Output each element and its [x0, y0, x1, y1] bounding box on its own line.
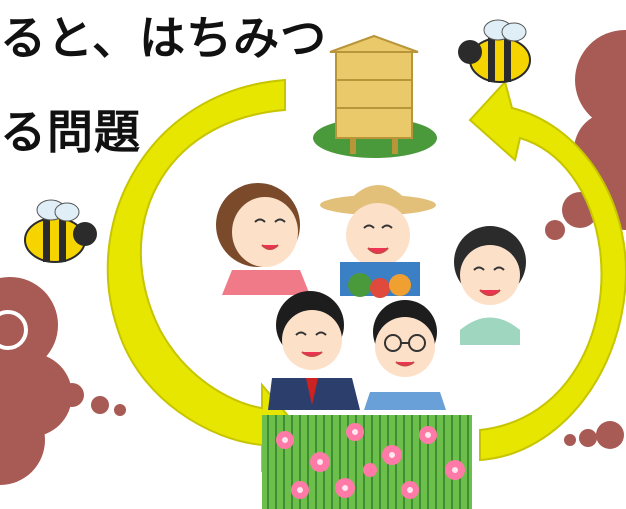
- farmer-icon: [320, 185, 436, 298]
- cycle-arrow-left-icon: [106, 78, 302, 473]
- man-glasses-icon: [364, 300, 446, 410]
- bee-icon: [458, 19, 531, 83]
- smoke-cloud-left-icon: [0, 277, 126, 485]
- businessman-icon: [268, 291, 360, 410]
- title-line-2: る問題: [0, 105, 141, 159]
- beehive-icon: [313, 34, 437, 158]
- flower-field-icon: [262, 415, 472, 509]
- woman-short-hair-icon: [454, 226, 526, 345]
- bee-icon: [24, 199, 97, 263]
- woman-icon: [215, 180, 315, 295]
- title-line-1: ると、はちみつ: [0, 11, 328, 65]
- cycle-arrow-right-icon: [468, 79, 626, 462]
